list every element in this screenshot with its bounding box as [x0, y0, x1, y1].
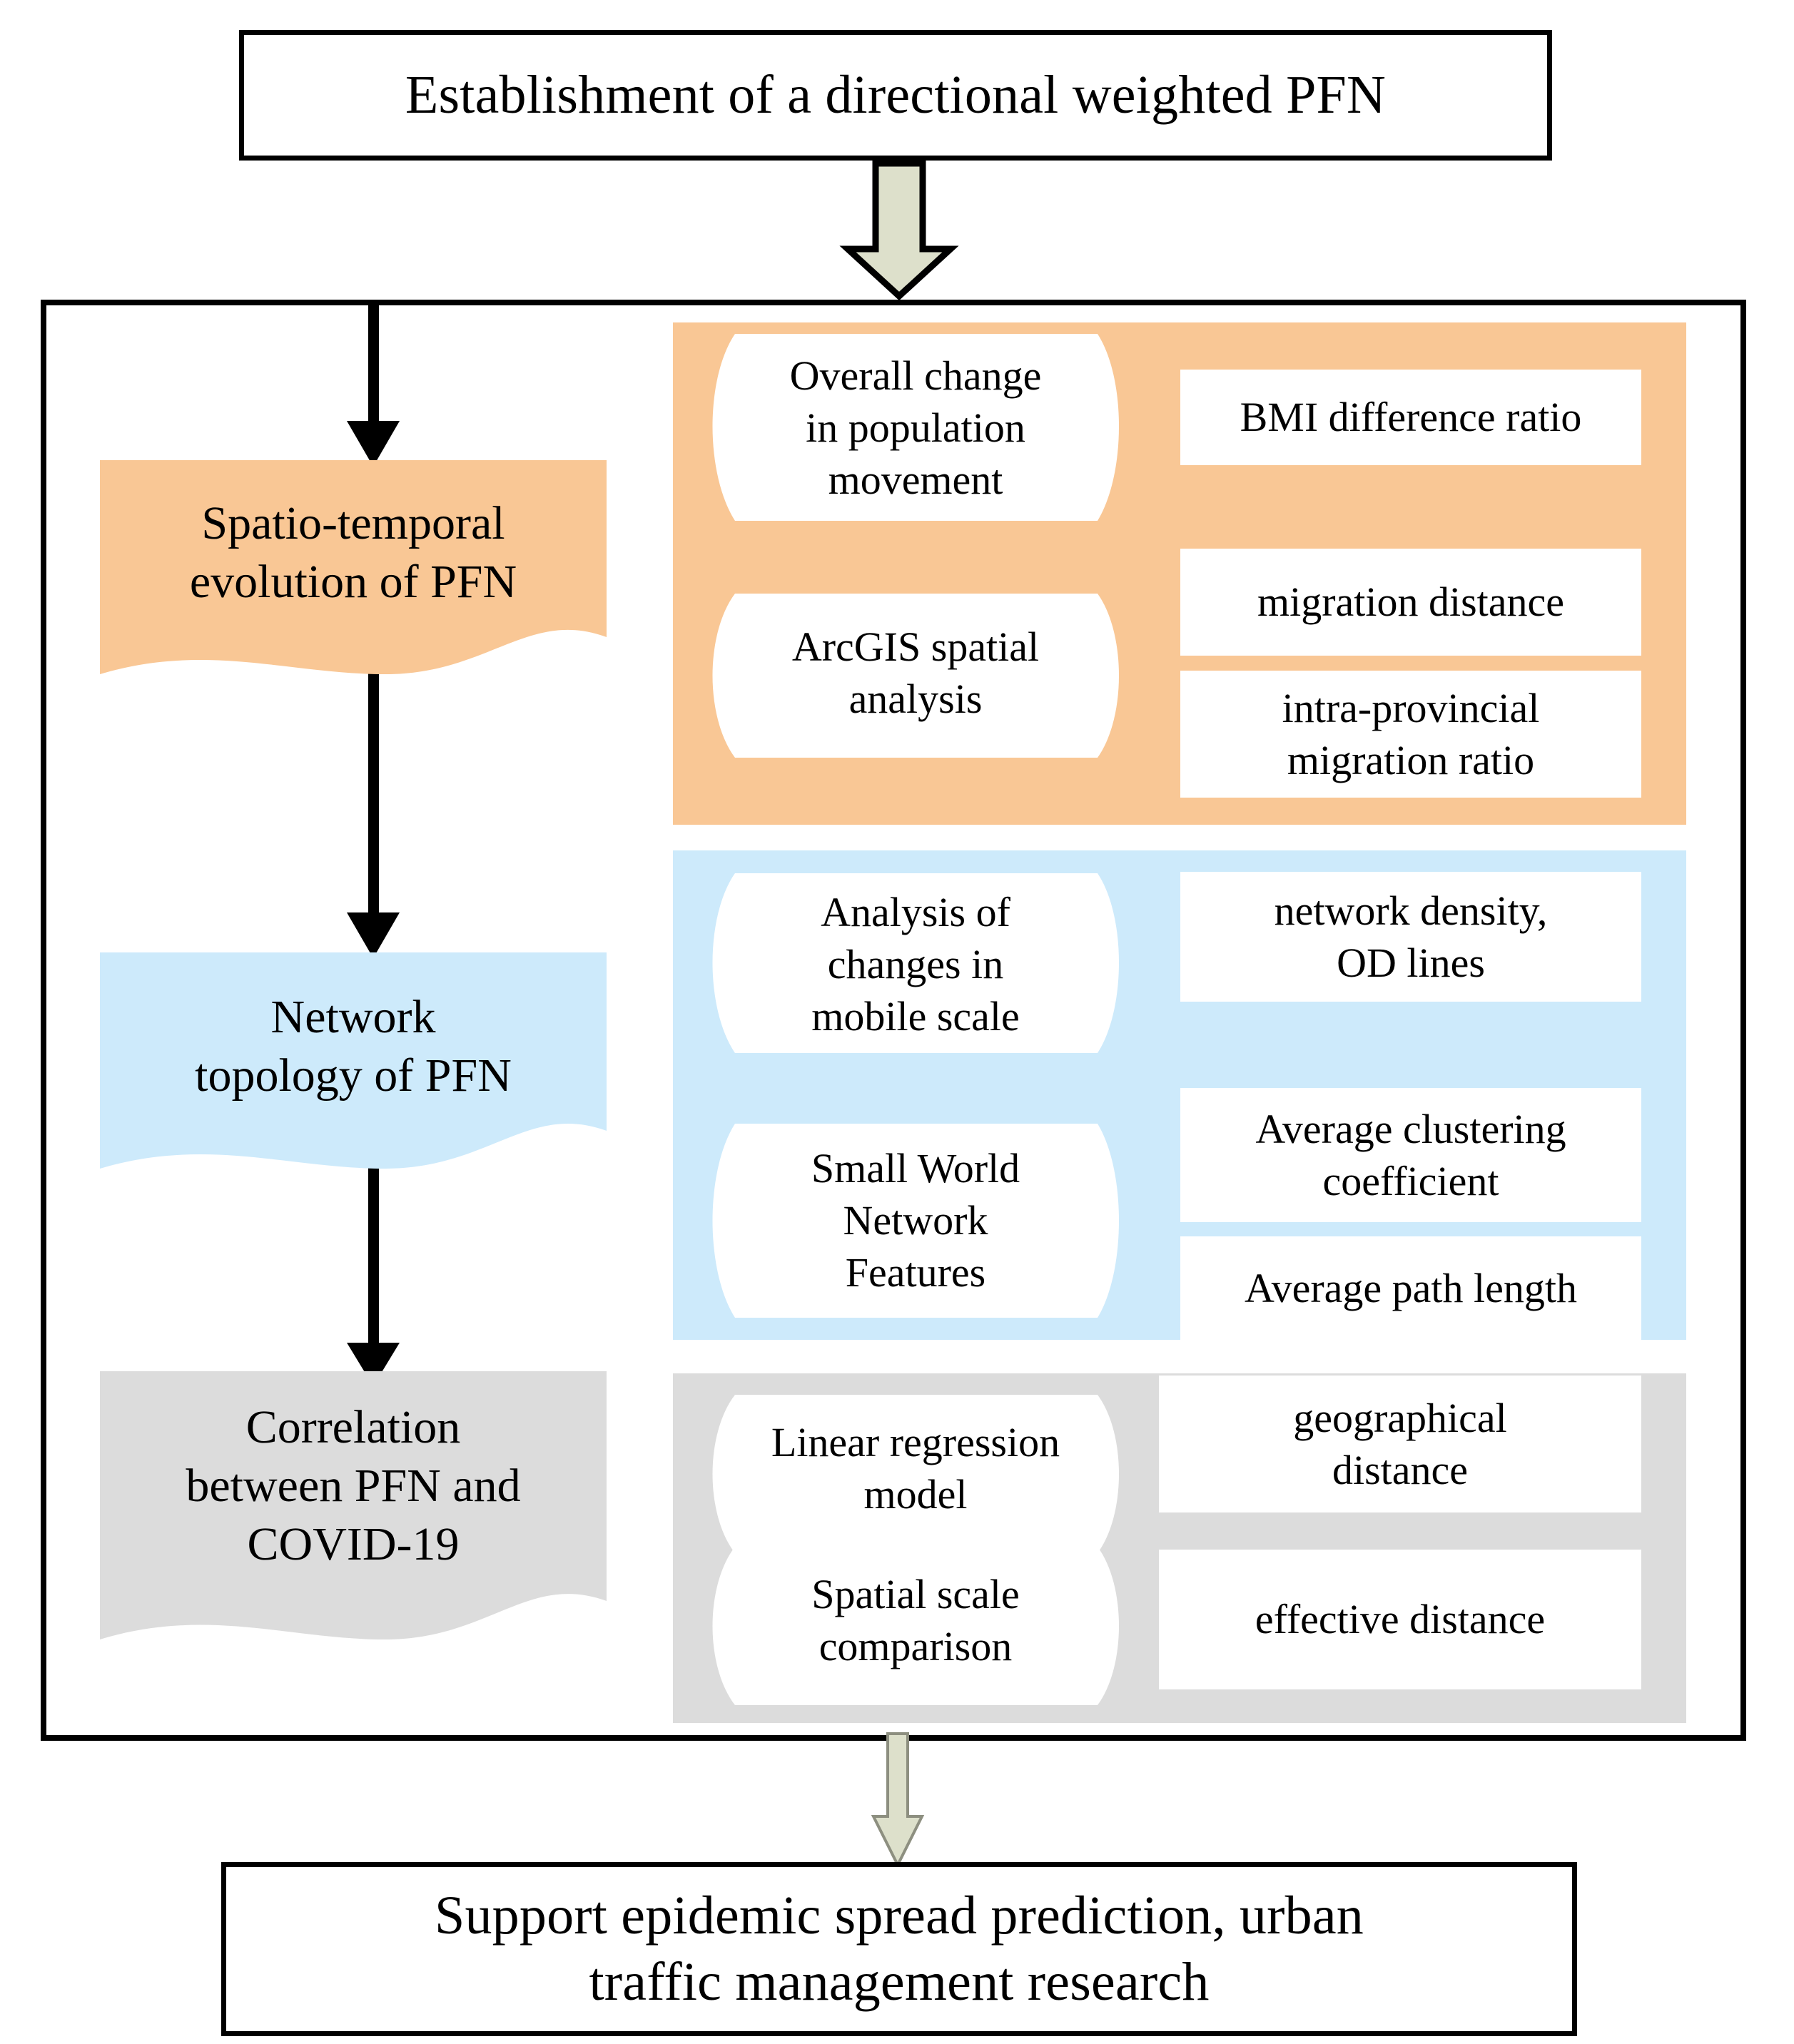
metric-box-bmi-difference-ratio: BMI difference ratio: [1180, 370, 1641, 465]
method-flag-label-linear-regression: Linear regression model: [771, 1419, 1060, 1518]
metric-box-effective-distance: effective distance: [1159, 1550, 1641, 1689]
method-flag-label-small-world-network: Small World Network Features: [811, 1145, 1020, 1296]
stage-wave-correlation-covid: Correlation between PFN and COVID-19: [100, 1371, 607, 1649]
stage-wave-spatio-temporal: Spatio-temporal evolution of PFN: [100, 460, 607, 681]
method-flag-overall-change: Overall change in population movement: [698, 334, 1133, 521]
metric-label-migration-distance: migration distance: [1257, 579, 1565, 626]
stage-wave-network-topology: Network topology of PFN: [100, 952, 607, 1177]
connector-arrow-3-icon: [334, 1142, 412, 1388]
metric-label-geographical-distance: geographical distance: [1293, 1394, 1507, 1493]
metric-label-intra-provincial-migration-ratio: intra-provincial migration ratio: [1282, 684, 1540, 783]
metric-label-bmi-difference-ratio: BMI difference ratio: [1240, 394, 1582, 441]
method-flag-small-world-network: Small World Network Features: [698, 1124, 1133, 1318]
metric-box-average-path-length: Average path length: [1180, 1236, 1641, 1340]
metric-label-network-density-od-lines: network density, OD lines: [1274, 887, 1548, 986]
bottom-block-arrow-icon: [869, 1732, 926, 1868]
method-flag-label-overall-change: Overall change in population movement: [789, 352, 1042, 504]
connector-arrow-2-icon: [334, 646, 412, 960]
method-flag-label-spatial-scale-comparison: Spatial scale comparison: [811, 1571, 1020, 1670]
stage-wave-label-correlation-covid: Correlation between PFN and COVID-19: [186, 1401, 521, 1570]
method-flag-analysis-mobile-scale: Analysis of changes in mobile scale: [698, 873, 1133, 1053]
method-flag-label-analysis-mobile-scale: Analysis of changes in mobile scale: [811, 889, 1020, 1040]
metric-box-network-density-od-lines: network density, OD lines: [1180, 872, 1641, 1002]
metric-box-average-clustering-coefficient: Average clustering coefficient: [1180, 1088, 1641, 1222]
method-flag-spatial-scale-comparison: Spatial scale comparison: [698, 1547, 1133, 1705]
metric-label-effective-distance: effective distance: [1255, 1596, 1546, 1643]
top-title-text: Establishment of a directional weighted …: [405, 65, 1387, 126]
stage-wave-label-spatio-temporal: Spatio-temporal evolution of PFN: [189, 497, 517, 608]
stage-wave-label-network-topology: Network topology of PFN: [195, 991, 512, 1102]
top-title-box: Establishment of a directional weighted …: [239, 30, 1552, 161]
metric-box-migration-distance: migration distance: [1180, 549, 1641, 656]
method-flag-linear-regression: Linear regression model: [698, 1395, 1133, 1553]
metric-label-average-clustering-coefficient: Average clustering coefficient: [1255, 1105, 1566, 1204]
metric-box-geographical-distance: geographical distance: [1159, 1376, 1641, 1512]
bottom-outcome-text: Support epidemic spread prediction, urba…: [435, 1886, 1364, 2012]
connector-arrow-1-icon: [334, 302, 412, 468]
metric-box-intra-provincial-migration-ratio: intra-provincial migration ratio: [1180, 671, 1641, 798]
method-flag-label-arcgis: ArcGIS spatial analysis: [791, 624, 1040, 723]
top-block-arrow-icon: [839, 160, 959, 301]
bottom-outcome-box: Support epidemic spread prediction, urba…: [221, 1862, 1577, 2036]
metric-label-average-path-length: Average path length: [1245, 1264, 1577, 1311]
method-flag-arcgis: ArcGIS spatial analysis: [698, 594, 1133, 758]
